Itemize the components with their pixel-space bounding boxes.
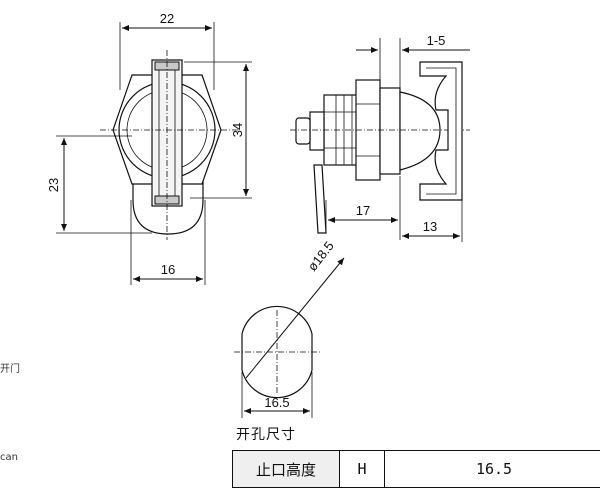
dim-16-label: 16 (161, 262, 175, 277)
dim-34-label: 34 (230, 123, 245, 137)
dim-23: 23 (46, 135, 152, 234)
dim-22: 22 (119, 11, 215, 90)
dim-16-5: 16.5 (241, 372, 313, 418)
side-head-dome (399, 91, 441, 171)
side-cam-inner (426, 67, 457, 195)
cutout-view: ø18.5 (234, 238, 345, 399)
side-plug (309, 111, 325, 151)
left-fragment-2: can (0, 452, 18, 463)
side-view (290, 61, 470, 234)
dim-34: 34 (184, 61, 252, 199)
cutout-caption: 开孔尺寸 (236, 427, 296, 443)
dim-17-label: 17 (356, 203, 370, 218)
spec-row: 止口高度 H 16.5 (232, 450, 600, 488)
front-view (100, 50, 238, 240)
dim-17: 17 (325, 176, 401, 240)
dim-13: 13 (402, 200, 463, 242)
dim-18-5-label: ø18.5 (305, 238, 337, 273)
spec-label: 止口高度 (232, 450, 340, 488)
cutout-diameter-leader (245, 257, 345, 379)
spec-symbol: H (339, 450, 385, 488)
side-tail (295, 117, 311, 145)
dim-13-label: 13 (423, 219, 437, 234)
dim-1-5: 1-5 (356, 33, 470, 88)
spec-table: 止口高度 H 16.5 (232, 450, 600, 488)
dim-23-label: 23 (46, 178, 61, 192)
dim-22-label: 22 (160, 11, 174, 26)
side-mount-plate (313, 164, 327, 234)
side-flange (379, 87, 401, 175)
dim-16: 16 (130, 200, 206, 285)
spec-value: 16.5 (384, 450, 600, 488)
dim-1-5-label: 1-5 (427, 33, 446, 48)
left-fragment-1: 开门 (0, 364, 20, 375)
dim-16-5-label: 16.5 (264, 395, 289, 410)
side-cam (419, 61, 463, 201)
